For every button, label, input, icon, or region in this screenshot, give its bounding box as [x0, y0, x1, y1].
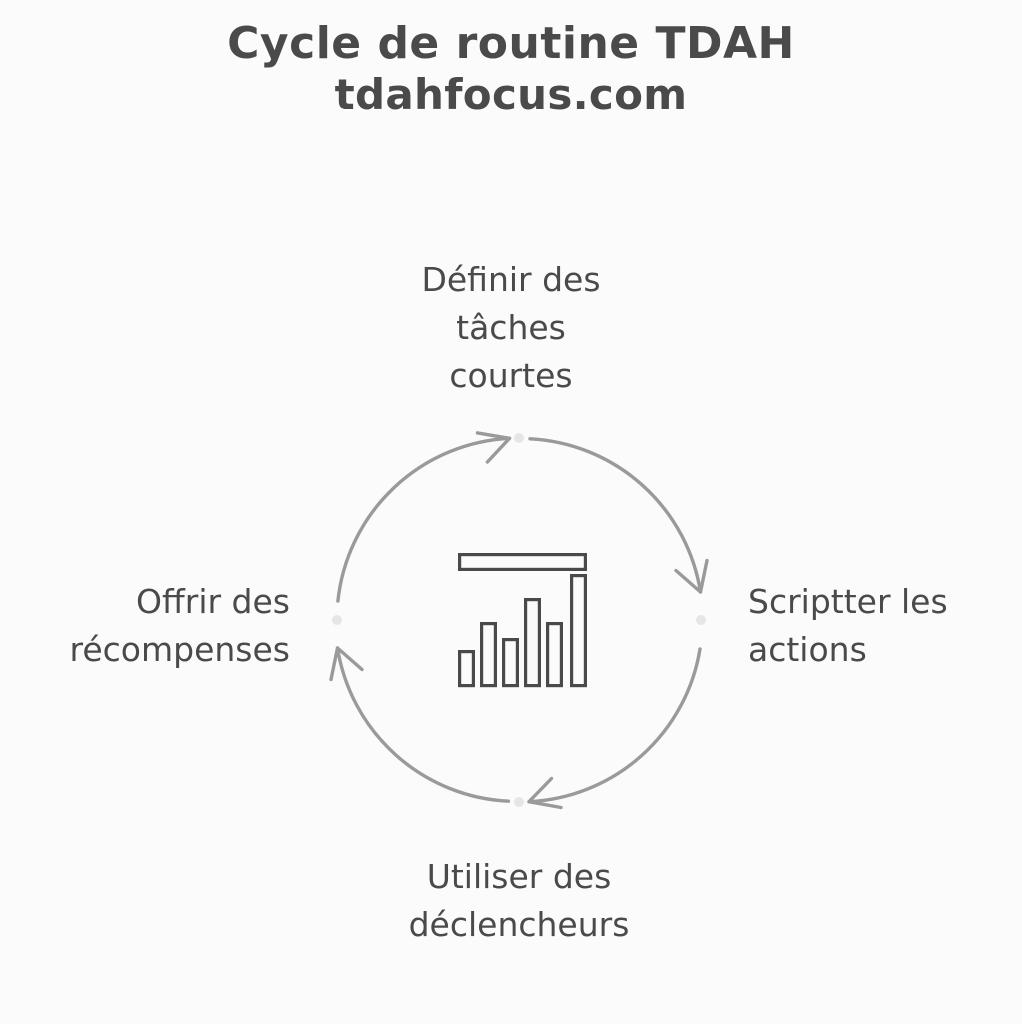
cycle-step-label-right: Scriptter les actions [748, 582, 948, 669]
arrowhead-right [674, 558, 709, 594]
cycle-arc-right-to-bottom [527, 647, 702, 810]
arrowhead-left [329, 646, 364, 682]
cycle-step-label-left: Offrir des récompenses [69, 582, 290, 669]
bar-chart-icon [458, 552, 588, 688]
cycle-node-dot-top [514, 433, 524, 443]
bar-chart-header-bar [458, 552, 588, 571]
bar-chart-bar-4 [523, 597, 541, 688]
arc-segment-2 [528, 437, 703, 594]
bar-chart-bar-5 [545, 621, 563, 688]
arc-segment-4 [335, 646, 511, 803]
cycle-node-dot-bottom [514, 797, 524, 807]
page-title: Cycle de routine TDAH [227, 18, 795, 69]
cycle-arc-left-to-top [336, 431, 512, 603]
arrowhead-bottom [527, 776, 563, 810]
bar-chart-bar-2 [480, 621, 498, 688]
cycle-step-label-top: Définir des tâches courtes [421, 260, 601, 395]
cycle-node-dot-right [696, 615, 706, 625]
bar-chart-bar-1 [458, 649, 476, 688]
site-subtitle: tdahfocus.com [334, 70, 688, 120]
arc-segment-3 [527, 647, 702, 804]
title-block: Cycle de routine TDAH tdahfocus.com [0, 18, 1022, 120]
cycle-node-dot-left [332, 615, 342, 625]
bar-chart-bar-3 [502, 637, 520, 688]
arrowhead-top [475, 431, 512, 464]
cycle-arc-top-to-right [528, 437, 709, 594]
bar-chart-bar-6 [569, 573, 587, 688]
arc-segment-1 [336, 436, 512, 603]
cycle-arc-bottom-to-left [329, 646, 511, 803]
cycle-step-label-bottom: Utiliser des déclencheurs [408, 857, 630, 944]
